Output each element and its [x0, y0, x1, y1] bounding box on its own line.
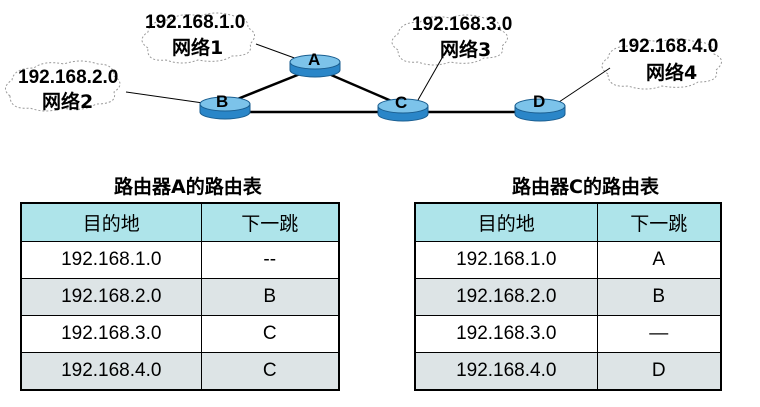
net2-ip: 192.168.2.0 [18, 67, 118, 88]
router-top [199, 96, 251, 112]
table-row: 192.168.4.0 D [414, 352, 722, 391]
table-c-next-hop: A [596, 241, 722, 279]
net3-ip: 192.168.3.0 [412, 14, 512, 35]
router-b-label: B [216, 92, 228, 111]
table-a-header-next-hop: 下一跳 [200, 202, 340, 242]
table-row: 192.168.2.0 B [414, 278, 722, 316]
table-row: 192.168.3.0 C [20, 315, 340, 353]
net1-name: 网络1 [172, 36, 223, 59]
table-a-destination: 192.168.3.0 [20, 315, 202, 353]
router-a-icon [289, 54, 341, 78]
table-c-destination: 192.168.3.0 [414, 315, 598, 353]
cloud-net4 [601, 38, 722, 90]
table-a-destination: 192.168.1.0 [20, 241, 202, 279]
table-c-next-hop: D [596, 352, 722, 391]
table-c-destination: 192.168.1.0 [414, 241, 598, 279]
router-top [514, 98, 566, 114]
link-d-net4 [555, 67, 611, 105]
cloud-net1 [141, 12, 255, 64]
router-b-icon [199, 96, 251, 120]
router-d-label: D [533, 92, 545, 111]
net3-name: 网络3 [440, 38, 491, 61]
table-c-title: 路由器C的路由表 [512, 176, 659, 198]
table-a-next-hop: C [200, 352, 340, 391]
net4-name: 网络4 [646, 61, 697, 84]
link-a-net1 [255, 43, 301, 61]
table-c-next-hop: — [596, 315, 722, 353]
table-row: 192.168.4.0 C [20, 352, 340, 391]
table-c-destination: 192.168.2.0 [414, 278, 598, 316]
cloud-net3 [391, 14, 508, 66]
table-a-header-destination: 目的地 [20, 202, 202, 242]
table-a-header-row: 目的地 下一跳 [20, 202, 340, 242]
routing-table-a: 目的地 下一跳 192.168.1.0 -- 192.168.2.0 B 192… [20, 202, 340, 391]
table-c-header-next-hop: 下一跳 [596, 202, 722, 242]
table-a-destination: 192.168.2.0 [20, 278, 202, 316]
table-row: 192.168.1.0 A [414, 241, 722, 279]
link-b-net2 [125, 91, 211, 105]
net4-ip: 192.168.4.0 [618, 36, 718, 57]
table-c-header-destination: 目的地 [414, 202, 598, 242]
net1-ip: 192.168.1.0 [145, 12, 245, 33]
table-a-next-hop: -- [200, 241, 340, 279]
router-top [289, 54, 341, 70]
table-c-next-hop: B [596, 278, 722, 316]
table-c-destination: 192.168.4.0 [414, 352, 598, 391]
net2-name: 网络2 [42, 90, 93, 113]
table-a-next-hop: C [200, 315, 340, 353]
router-c-icon [377, 98, 429, 122]
table-row: 192.168.2.0 B [20, 278, 340, 316]
table-a-title: 路由器A的路由表 [114, 176, 262, 198]
routing-table-c: 目的地 下一跳 192.168.1.0 A 192.168.2.0 B 192.… [414, 202, 722, 391]
table-c-header-row: 目的地 下一跳 [414, 202, 722, 242]
table-a-destination: 192.168.4.0 [20, 352, 202, 391]
table-row: 192.168.3.0 — [414, 315, 722, 353]
cloud-net2 [5, 60, 121, 112]
router-c-label: C [395, 93, 407, 112]
link-c-net3 [417, 43, 451, 101]
network-topology-diagram: A B C D 192.168.1.0 网络1 192.168.2.0 网络2 … [5, 12, 722, 122]
router-d-icon [514, 98, 566, 122]
table-a-next-hop: B [200, 278, 340, 316]
table-row: 192.168.1.0 -- [20, 241, 340, 279]
router-a-label: A [308, 50, 320, 69]
router-top [377, 98, 429, 114]
